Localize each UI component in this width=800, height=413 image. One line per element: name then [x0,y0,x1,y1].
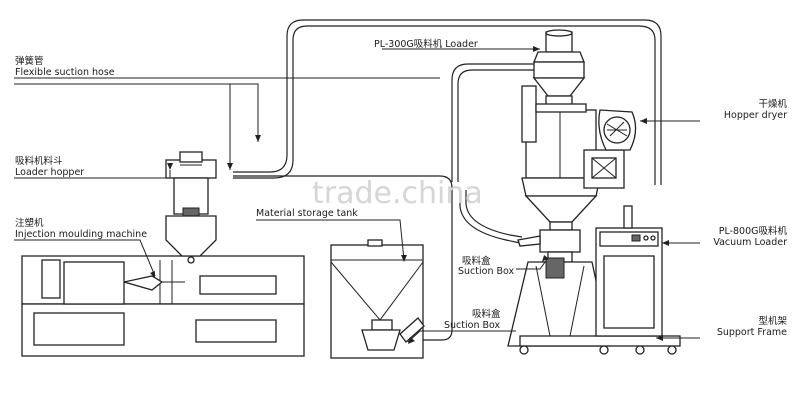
label-loader-hopper-cn: 吸料机料斗 [15,156,63,167]
vacuum-loader-hose-b [465,190,523,238]
suction-box-tank [361,317,425,351]
support-frame [507,257,681,355]
leader-lines [14,48,700,343]
label-support-frame-cn: 型机架 [758,316,787,327]
label-support-frame-en: Support Frame [716,327,787,338]
arrow-heads [150,46,669,344]
label-hopper-dryer-en: Hopper dryer [723,110,787,121]
label-suction-box2-cn: 吸料盒 [472,309,501,320]
label-storage-tank: Material storage tank [256,208,358,219]
injection-moulding-machine [21,255,305,357]
label-hopper-dryer-cn: 干燥机 [758,99,787,110]
flexible-suction-hose [233,19,662,185]
label-suction-box2-en: Suction Box [444,320,501,331]
pl300g-loader [532,29,586,107]
label-loader-hopper-en: Loader hopper [15,167,85,178]
label-suction-box1-cn: 吸料盒 [462,256,491,267]
label-pl300g: PL-300G吸料机 Loader [374,39,478,50]
loader-feed-hose [457,69,538,182]
label-pl800g-en: Vacuum Loader [713,237,787,248]
watermark: trade.china [312,176,483,211]
vacuum-loader-hose [459,190,521,244]
label-suction-box1-en: Suction Box [458,266,515,277]
flexible-suction-hose-inner [233,25,656,185]
label-injection-en: Injection moulding machine [15,229,148,240]
hopper-dryer [521,85,637,231]
label-pl800g-cn: PL-800G吸料机 [718,226,787,237]
pl800g-vacuum-loader [595,205,663,337]
label-flexible-hose-cn: 弹簧管 [15,56,44,67]
label-flexible-hose-en: Flexible suction hose [15,67,115,78]
tank-suction-hose [233,175,453,341]
suction-box-frame [517,229,581,263]
label-injection-cn: 注塑机 [15,218,44,229]
loader-hopper [165,151,217,264]
loader-feed-hose-b [451,63,538,182]
